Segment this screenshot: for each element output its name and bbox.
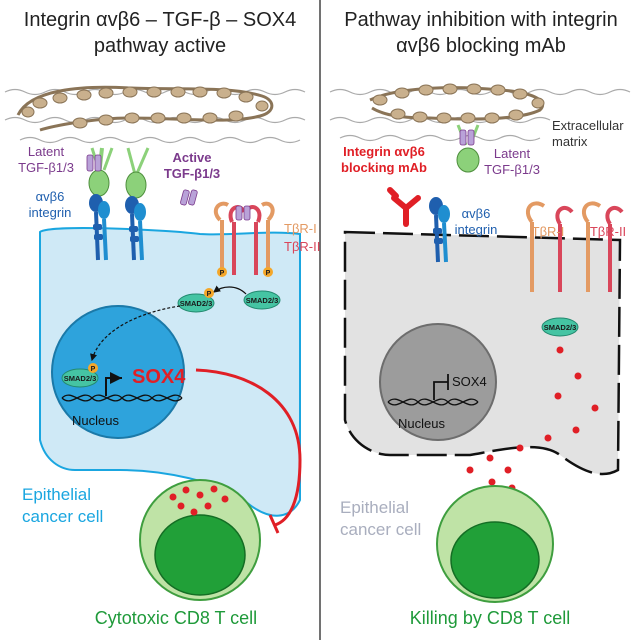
right-cell-label-1: Epithelial bbox=[340, 498, 409, 517]
left-tbr2-label: TβR-II bbox=[284, 239, 320, 254]
left-t-cell-nucleus bbox=[154, 514, 246, 596]
left-latent-label-1: Latent bbox=[28, 144, 65, 159]
right-title-line2: αvβ6 blocking mAb bbox=[396, 35, 566, 57]
inhibition-bar bbox=[268, 514, 280, 534]
right-cell-label-2: cancer cell bbox=[340, 520, 421, 539]
left-granules bbox=[169, 485, 229, 516]
active-tgf-dimer bbox=[180, 189, 198, 206]
phosphorylation-arrow bbox=[213, 285, 247, 295]
transcription-block bbox=[433, 381, 448, 400]
nuclear-translocation-arrow bbox=[90, 305, 181, 362]
sox4-inhibition-line bbox=[195, 368, 302, 527]
receptor-p-mark-1: P bbox=[220, 270, 225, 277]
right-nucleus-label: Nucleus bbox=[398, 416, 445, 431]
right-t-cell-nucleus bbox=[450, 521, 540, 599]
right-smad-label: SMAD2/3 bbox=[544, 323, 577, 332]
left-dna bbox=[61, 394, 183, 402]
mab-label-1: Integrin αvβ6 bbox=[343, 144, 425, 159]
right-smad bbox=[541, 317, 579, 337]
right-latent-label-2: TGF-β1/3 bbox=[484, 162, 540, 177]
left-latent-tgf-complex bbox=[86, 154, 102, 172]
right-tgfbr-receptors bbox=[525, 201, 624, 292]
left-integrin-label-2: integrin bbox=[29, 205, 72, 220]
left-t-cell-label: Cytotoxic CD8 T cell bbox=[95, 608, 257, 628]
left-integrin-1 bbox=[88, 147, 114, 261]
active-tgf-label-1: Active bbox=[172, 150, 211, 165]
smad-cytoplasm-label: SMAD2/3 bbox=[180, 299, 213, 308]
left-integrin-label-1: αvβ6 bbox=[36, 189, 65, 204]
sox4-label: SOX4 bbox=[132, 366, 186, 388]
left-integrin-2 bbox=[125, 147, 150, 261]
smad-nucleus-label: SMAD2/3 bbox=[64, 374, 97, 383]
left-latent-label-2: TGF-β1/3 bbox=[18, 160, 74, 175]
ecm-label-2: matrix bbox=[552, 134, 588, 149]
left-tbr1-label: TβR-I bbox=[284, 221, 317, 236]
right-sox4-label: SOX4 bbox=[452, 374, 487, 389]
smad-membrane bbox=[243, 290, 281, 310]
mab-label-2: blocking mAb bbox=[341, 160, 427, 175]
right-dna bbox=[387, 398, 479, 406]
right-t-cell-label: Killing by CD8 T cell bbox=[410, 608, 570, 628]
receptor-p-mark-2: P bbox=[266, 270, 271, 277]
smad-nucleus-p-mark: P bbox=[91, 366, 96, 373]
left-tgfbr-complex bbox=[213, 201, 275, 277]
smad-membrane-label: SMAD2/3 bbox=[246, 296, 279, 305]
ecm-label-1: Extracellular bbox=[552, 118, 624, 133]
right-panel: Pathway inhibition with integrin αvβ6 bl… bbox=[329, 9, 631, 628]
left-title-line1: Integrin αvβ6 – TGF-β – SOX4 bbox=[24, 9, 296, 31]
left-cell-label-1: Epithelial bbox=[22, 485, 91, 504]
right-integrin-label-2: integrin bbox=[455, 222, 498, 237]
smad-phospho-cytoplasm bbox=[177, 293, 215, 313]
right-latent-tgf-complex bbox=[456, 124, 480, 173]
transcription-arrow bbox=[105, 372, 122, 396]
left-cell-label-2: cancer cell bbox=[22, 507, 103, 526]
right-integrin-label-1: αvβ6 bbox=[462, 206, 491, 221]
right-matrix-protein bbox=[369, 83, 545, 124]
left-matrix-protein bbox=[16, 85, 274, 132]
right-latent-label-1: Latent bbox=[494, 146, 531, 161]
right-tbr2-label: TβR-II bbox=[590, 224, 626, 239]
blocking-antibody bbox=[387, 187, 421, 227]
right-tbr1-label: TβR-I bbox=[532, 224, 565, 239]
active-tgf-label-2: TGF-β1/3 bbox=[164, 166, 220, 181]
left-nucleus-label: Nucleus bbox=[72, 413, 119, 428]
smad-p-mark: P bbox=[207, 291, 212, 298]
left-title-line2: pathway active bbox=[94, 35, 226, 57]
right-title-line1: Pathway inhibition with integrin bbox=[344, 9, 618, 31]
right-integrin bbox=[429, 197, 450, 263]
left-panel: Integrin αvβ6 – TGF-β – SOX4 pathway act… bbox=[4, 9, 320, 628]
smad-nucleus bbox=[61, 368, 99, 388]
